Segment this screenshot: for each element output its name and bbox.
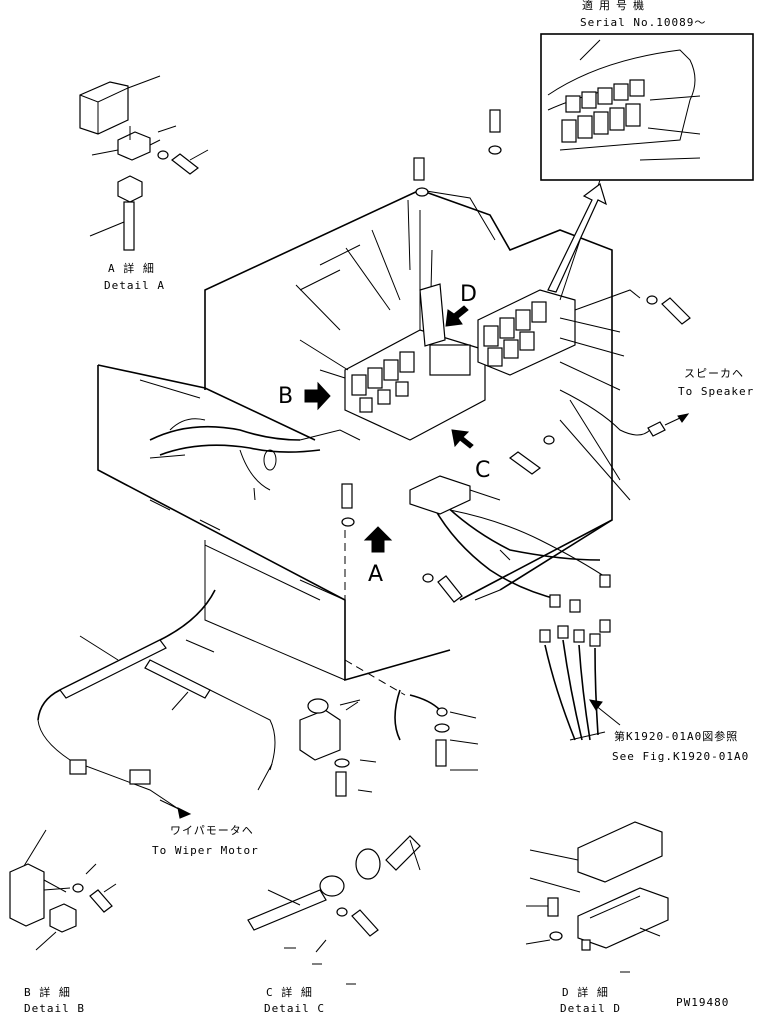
wiper-note-jp: ワイパモータヘ xyxy=(170,824,254,837)
speaker-leads xyxy=(559,389,690,437)
callout-a: A xyxy=(368,562,384,587)
fig-ref-jp: 第K1920-01A0図参照 xyxy=(614,730,739,743)
callout-d: D xyxy=(460,282,477,307)
wiper-harness xyxy=(37,589,276,819)
callout-arrows xyxy=(304,305,474,553)
detail-c-title-en: Detail C xyxy=(264,1002,325,1015)
detail-b-title-jp: B 詳 細 xyxy=(24,986,71,999)
wiper-note-en: To Wiper Motor xyxy=(152,844,259,857)
callout-c: C xyxy=(475,458,491,483)
detail-c-title-jp: C 詳 細 xyxy=(266,986,313,999)
leader-lines xyxy=(79,199,631,793)
detail-d-title-en: Detail D xyxy=(560,1002,621,1015)
detail-a-parts xyxy=(79,75,209,251)
detail-b-parts xyxy=(9,829,117,951)
serial-inset xyxy=(540,33,754,181)
ground-strap xyxy=(394,689,450,767)
speaker-note-jp: スピーカヘ xyxy=(684,367,744,380)
detail-b-title-en: Detail B xyxy=(24,1002,85,1015)
main-assembly xyxy=(97,189,613,682)
serial-title-jp: 適用号機 xyxy=(582,0,650,12)
relay-cluster xyxy=(344,210,486,441)
serial-title-en: Serial No.10089～ xyxy=(580,16,707,29)
detail-a-title-en: Detail A xyxy=(104,279,165,292)
fig-ref-en: See Fig.K1920-01A0 xyxy=(612,750,750,763)
detail-a-title-jp: A 詳 細 xyxy=(108,262,155,275)
bolts xyxy=(341,109,691,603)
switch-part xyxy=(299,698,361,797)
detail-d-title-jp: D 詳 細 xyxy=(562,986,609,999)
lower-harness xyxy=(409,475,611,613)
drawing-id: PW19480 xyxy=(676,996,730,1009)
detail-d-parts xyxy=(525,821,669,973)
speaker-note-en: To Speaker xyxy=(678,385,755,398)
right-relay-group xyxy=(477,179,641,376)
detail-c-parts xyxy=(247,835,421,985)
dashed-leader-a xyxy=(344,530,406,696)
left-harness xyxy=(149,418,361,491)
callout-b: B xyxy=(278,384,294,409)
connector-bundle xyxy=(539,619,621,741)
